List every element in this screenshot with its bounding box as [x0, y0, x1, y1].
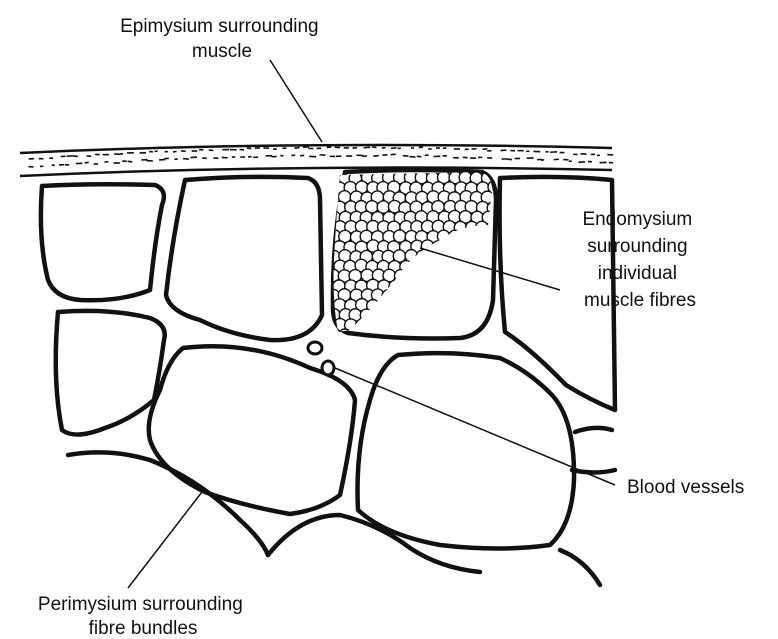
label-endomysium-line-1: Endomysium	[582, 209, 692, 230]
fascicle-1	[41, 184, 164, 300]
label-blood-vessels: Blood vessels	[627, 477, 744, 498]
endomysium-cell	[338, 348, 350, 360]
endomysium-cell	[465, 339, 477, 351]
endomysium-cell	[477, 338, 489, 350]
endomysium-cell	[444, 339, 456, 351]
endomysium-cell	[344, 338, 356, 350]
label-blood-vessels-line-1: Blood vessels	[627, 477, 744, 498]
epimysium-top-edge	[20, 145, 612, 153]
endomysium-cell	[389, 338, 401, 350]
endomysium-cell	[356, 339, 368, 351]
label-perimysium: Perimysium surrounding fibre bundles	[38, 594, 248, 639]
endomysium-cell	[361, 367, 373, 379]
label-endomysium-line-4: muscle fibres	[584, 290, 696, 311]
endomysium-cell	[350, 367, 362, 379]
endomysium-cell	[328, 328, 340, 340]
endomysium-cell	[360, 348, 372, 360]
endomysium-cell	[355, 358, 367, 370]
endomysium-cell	[378, 339, 390, 351]
endomysium-cell	[328, 348, 340, 360]
label-endomysium-line-3: individual	[598, 263, 677, 284]
blood-vessel-1	[308, 342, 322, 354]
leader-perimysium	[128, 488, 205, 588]
endomysium-cell	[482, 329, 494, 341]
endomysium-cell	[339, 367, 351, 379]
endomysium-cell	[498, 339, 510, 351]
perimysium-edge-right-lower	[560, 550, 600, 585]
endomysium-cell	[366, 358, 378, 370]
endomysium-cell	[399, 339, 411, 351]
endomysium-cell	[344, 358, 356, 370]
endomysium-cell	[487, 339, 499, 351]
endomysium-cell	[366, 339, 378, 351]
perimysium-edge-right-top	[575, 428, 612, 432]
label-epimysium-line-1: Epimysium surrounding	[120, 16, 319, 37]
fascicle-2	[166, 177, 322, 340]
leader-epimysium	[270, 60, 322, 142]
epimysium-layer	[20, 145, 613, 176]
endomysium-cell	[333, 338, 345, 350]
endomysium-cell	[411, 339, 423, 351]
endomysium-cell	[328, 172, 340, 184]
label-perimysium-line-2: fibre bundles	[89, 618, 198, 639]
endomysium-cell	[350, 349, 362, 361]
endomysium-cell	[371, 349, 383, 361]
epimysium-bottom-edge	[20, 168, 612, 176]
fascicles	[41, 170, 615, 549]
label-epimysium-line-2: muscle	[192, 41, 252, 62]
fascicle-6	[358, 353, 575, 548]
blood-vessel-2	[322, 361, 334, 375]
label-epimysium: Epimysium surrounding muscle	[120, 16, 324, 62]
label-endomysium-line-2: surrounding	[587, 236, 687, 257]
label-perimysium-line-1: Perimysium surrounding	[38, 594, 243, 615]
